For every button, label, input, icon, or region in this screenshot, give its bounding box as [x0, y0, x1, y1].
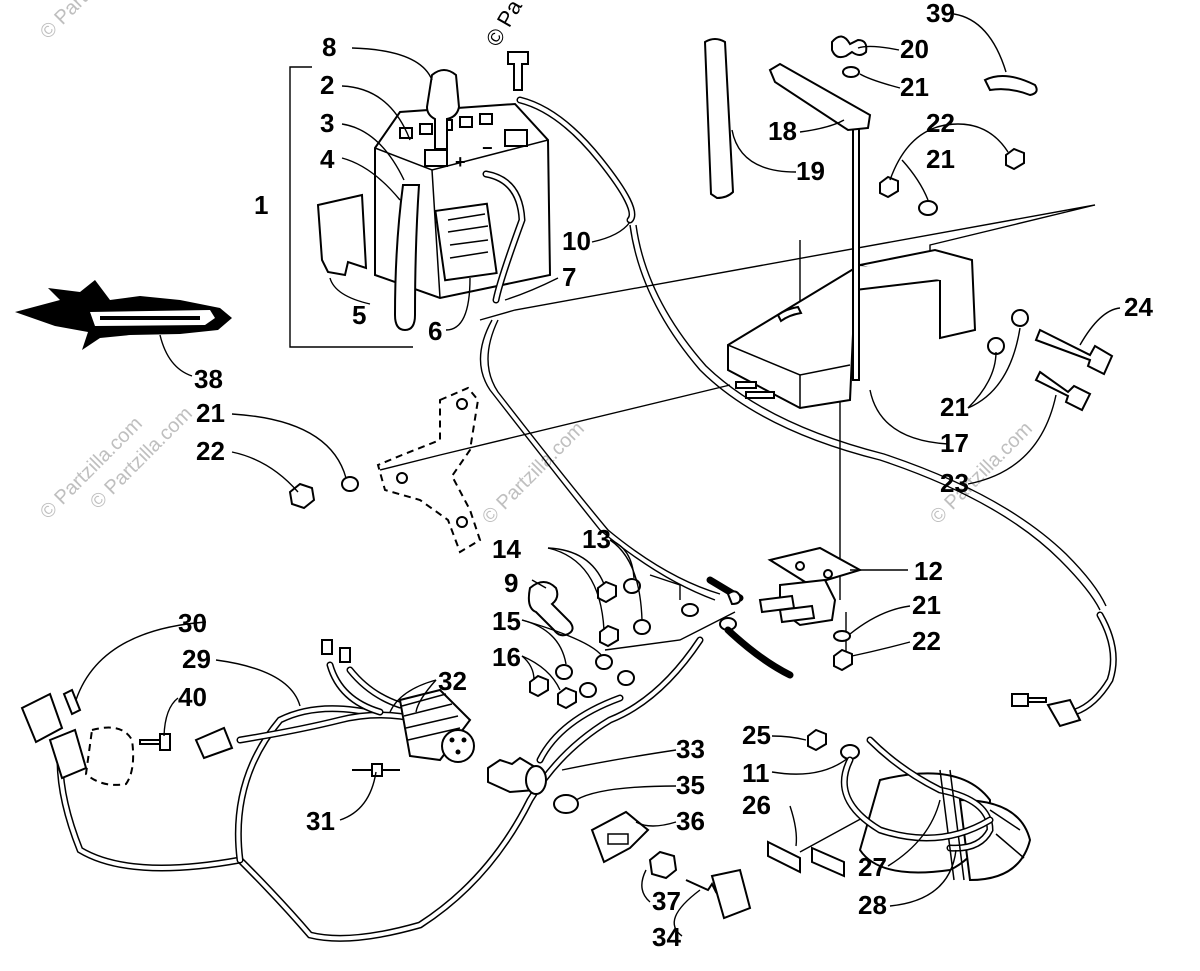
- callout-25: 25: [742, 720, 771, 750]
- callout-22-b: 22: [196, 436, 225, 466]
- fuse-holder: [20, 688, 135, 786]
- callout-21-d: 21: [196, 398, 225, 428]
- watermark-1: © Partzilla.com: [36, 0, 147, 44]
- callout-2: 2: [320, 70, 334, 100]
- terminal-boot: [527, 581, 574, 637]
- callout-35: 35: [676, 770, 705, 800]
- bolt-23: [1034, 370, 1092, 412]
- callout-37: 37: [652, 886, 681, 916]
- callout-5: 5: [352, 300, 366, 330]
- washer-21-solenoid: [833, 630, 851, 642]
- hold-down-rod: [852, 121, 860, 381]
- callout-21-e: 21: [912, 590, 941, 620]
- hold-down-bracket: [768, 62, 872, 132]
- callout-21-a: 21: [900, 72, 929, 102]
- bolt-top: [507, 51, 529, 91]
- key-plate: [590, 810, 650, 864]
- terminal-cover: [425, 69, 461, 150]
- callout-6: 6: [428, 316, 442, 346]
- ignition-key: [685, 868, 752, 920]
- callout-29: 29: [182, 644, 211, 674]
- callout-11: 11: [742, 758, 770, 788]
- starter: [858, 736, 1032, 882]
- battery-strap: [703, 38, 735, 200]
- decal: [15, 280, 232, 350]
- leader-lines: [75, 13, 1121, 937]
- watermark-top: © Pa: [481, 0, 528, 50]
- callout-9: 9: [504, 568, 518, 598]
- callout-33: 33: [676, 734, 705, 764]
- battery-pad: [316, 193, 368, 277]
- battery-plus: +: [455, 152, 466, 172]
- callout-22-a: 22: [926, 108, 955, 138]
- callout-16: 16: [492, 642, 521, 672]
- callout-31: 31: [306, 806, 335, 836]
- washer-21-top: [842, 66, 860, 78]
- solenoid: [758, 546, 863, 627]
- callout-40: 40: [178, 682, 207, 712]
- callout-34: 34: [652, 922, 681, 952]
- callout-4: 4: [320, 144, 335, 174]
- callout-26: 26: [742, 790, 771, 820]
- wing-nut: [831, 35, 868, 59]
- callout-28: 28: [858, 890, 887, 920]
- washer-21-left: [341, 476, 359, 492]
- callout-13: 13: [582, 524, 611, 554]
- diode: [352, 763, 400, 777]
- bolt-24: [1034, 328, 1114, 376]
- callout-19: 19: [796, 156, 825, 186]
- callout-21-c: 21: [940, 392, 969, 422]
- hardware-cluster: [529, 578, 651, 710]
- callout-20: 20: [900, 34, 929, 64]
- switch-ring-nut: [648, 850, 678, 880]
- main-connector: [398, 688, 475, 763]
- callout-39: 39: [926, 0, 955, 28]
- callout-12: 12: [914, 556, 943, 586]
- callout-30: 30: [178, 608, 207, 638]
- mount-bracket: [376, 386, 482, 554]
- callout-18: 18: [768, 116, 797, 146]
- battery: + −: [374, 102, 552, 332]
- callout-1: 1: [254, 190, 268, 220]
- battery-minus: −: [482, 138, 493, 158]
- callout-15: 15: [492, 606, 521, 636]
- callout-3: 3: [320, 108, 334, 138]
- callout-27: 27: [858, 852, 887, 882]
- harness-connector: [194, 726, 234, 760]
- callout-23: 23: [940, 468, 969, 498]
- watermark-3: © Partzilla.com: [478, 418, 589, 529]
- nut-25: [807, 728, 827, 752]
- nut-22-solenoid: [833, 648, 853, 672]
- battery-tray: [727, 248, 977, 410]
- callout-7: 7: [562, 262, 576, 292]
- callout-32: 32: [438, 666, 467, 696]
- callout-8: 8: [322, 32, 336, 62]
- ignition-switch: [487, 756, 547, 795]
- callout-22-c: 22: [912, 626, 941, 656]
- cable-tie: [983, 75, 1038, 97]
- spring-26a: [767, 840, 801, 874]
- group-bracket: [289, 66, 413, 348]
- spring-26b: [811, 846, 845, 878]
- callout-24: 24: [1124, 292, 1153, 322]
- callout-36: 36: [676, 806, 705, 836]
- callout-21-b: 21: [926, 144, 955, 174]
- callout-14: 14: [492, 534, 521, 564]
- callout-17: 17: [940, 428, 969, 458]
- screw-40: [139, 733, 171, 751]
- callouts: 1 2 3 4 5 6 7 8 9 10 11 12 13 14 15 16 1…: [178, 0, 1153, 952]
- callout-10: 10: [562, 226, 591, 256]
- callout-38: 38: [194, 364, 223, 394]
- switch-nut: [553, 794, 579, 814]
